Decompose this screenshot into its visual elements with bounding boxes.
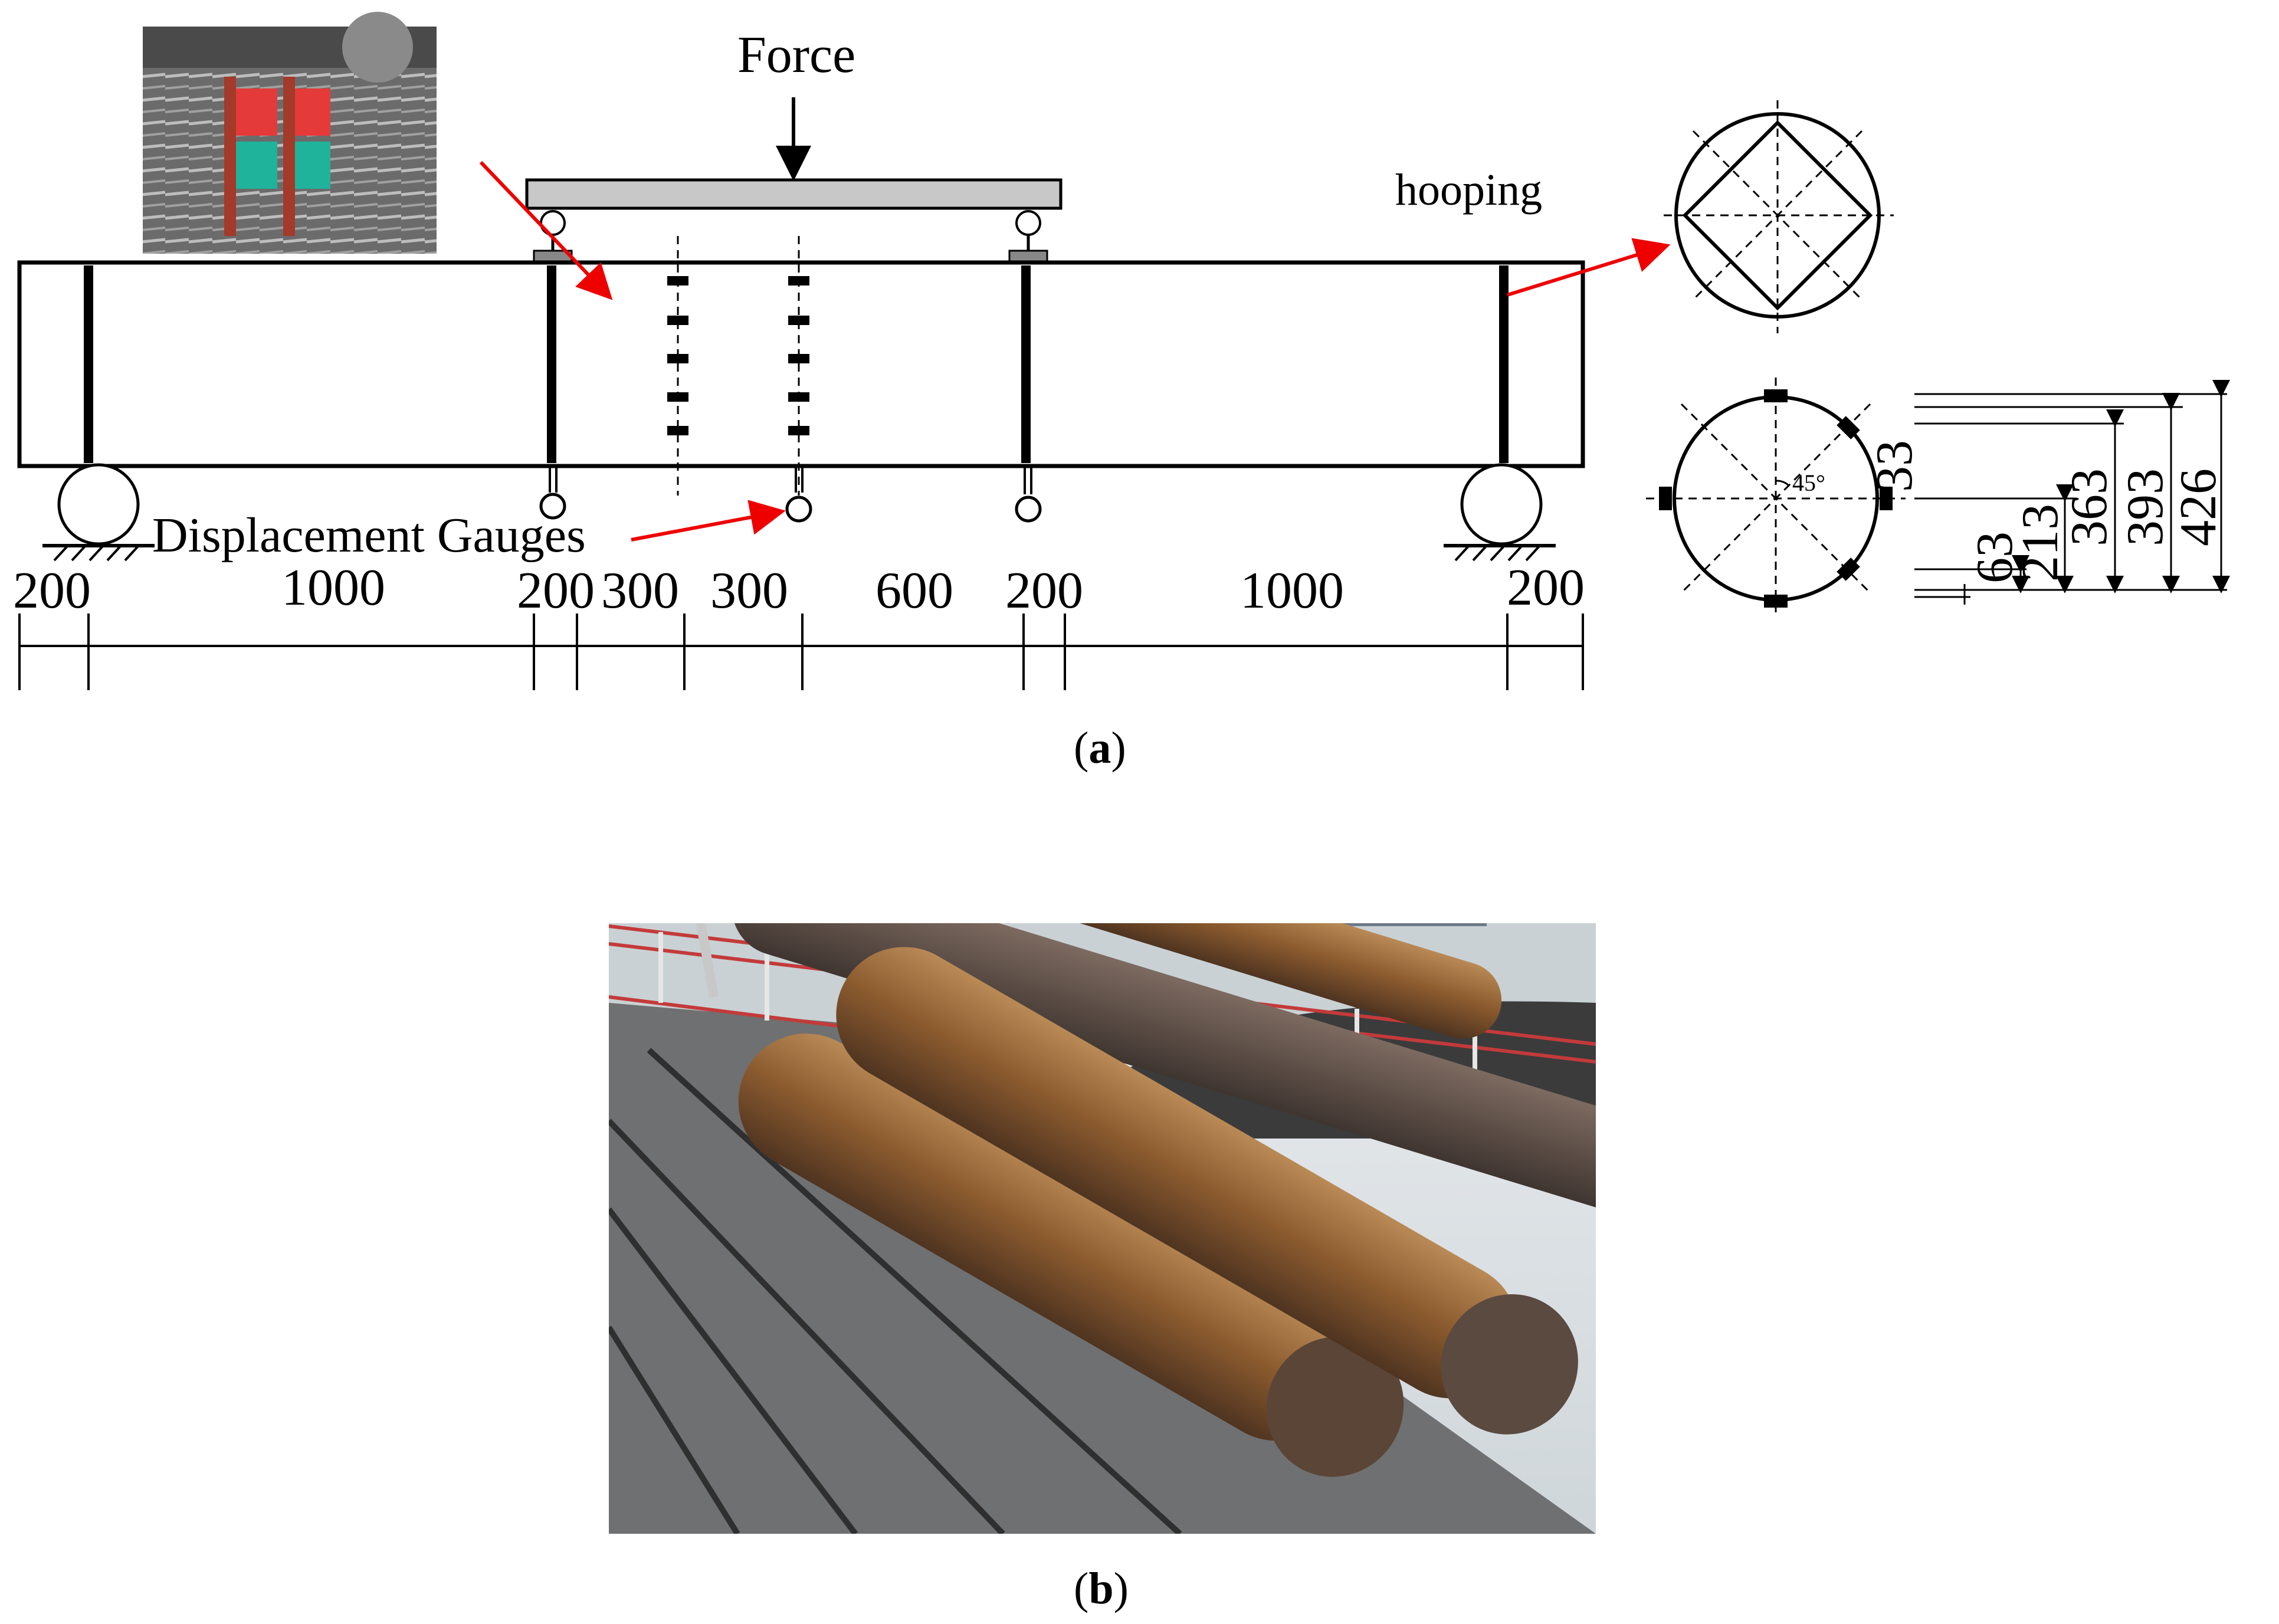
displacement-gauges-label: Displacement Gauges: [152, 508, 586, 563]
strain-gauge-photo: [143, 12, 437, 254]
displacement-gauge-1: [539, 466, 566, 520]
hooping-pointer-arrow: [1507, 238, 1671, 297]
section-dim: 426: [2170, 468, 2227, 546]
section-dim: 63: [1966, 532, 2024, 583]
hooping-bar: [1499, 265, 1509, 463]
hooping-bar: [547, 265, 556, 463]
roller-support-right: [1444, 463, 1556, 562]
section-dim: 213: [2012, 504, 2069, 582]
span-dim: 1000: [1240, 562, 1344, 619]
angle-label: 45°: [1792, 470, 1825, 496]
span-dim: 200: [1005, 562, 1083, 619]
pile-specimen: [17, 260, 1585, 468]
photo-pointer-arrow: [479, 160, 613, 300]
displacement-gauge-3: [1015, 466, 1042, 523]
hooping-bar: [1021, 265, 1031, 463]
hooping-bar: [84, 265, 93, 463]
caption-b: (b): [1074, 1564, 1129, 1613]
force-label: Force: [737, 27, 855, 84]
gauge-pointer-arrow: [631, 500, 786, 542]
span-dim: 200: [517, 562, 595, 619]
beam-test-diagram: Force: [13, 12, 2230, 690]
hooping-label: hooping: [1395, 165, 1542, 215]
load-point-right: [1008, 210, 1048, 263]
span-dimension-line: [18, 613, 1584, 690]
span-dim: 600: [875, 562, 953, 619]
spreader-beam: [525, 178, 1063, 210]
section-dim: 393: [2117, 468, 2174, 546]
hooping-cross-section: [1664, 100, 1894, 333]
caption-a: (a): [1074, 723, 1126, 773]
section-dimension-lines: [1914, 380, 2230, 605]
displacement-gauge-2: [785, 466, 812, 523]
span-dim: 300: [710, 562, 788, 619]
strain-gauge-column-1: [667, 236, 688, 496]
span-dim: 300: [601, 562, 679, 619]
section-dim: 33: [1866, 440, 1923, 492]
span-dim: 200: [1507, 559, 1585, 616]
strain-gauge-column-2: [788, 236, 809, 496]
span-dim: 200: [13, 562, 91, 619]
roller-support-left: [42, 463, 155, 562]
section-dim: 363: [2061, 468, 2118, 546]
span-dim: 1000: [281, 559, 385, 616]
gauge-cross-section: [1646, 378, 1906, 616]
